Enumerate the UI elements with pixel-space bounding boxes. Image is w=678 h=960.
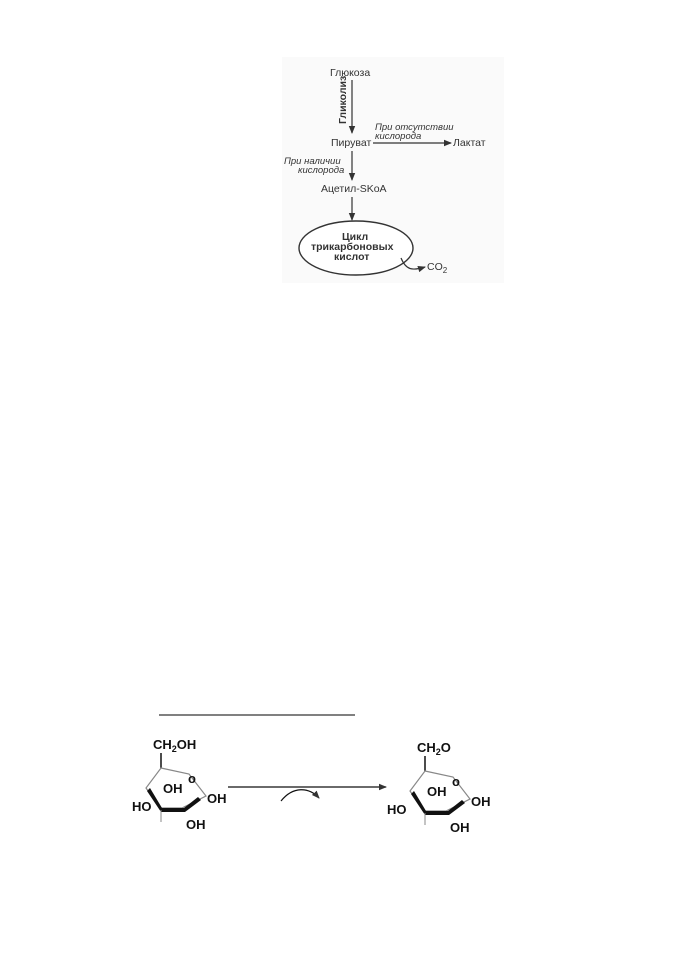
left-ring-oxygen: o <box>188 771 196 786</box>
left-glucose-molecule: CH2OH o OH OH OH HO <box>132 737 227 832</box>
acetyl-coa-label: Ацетил-SKoA <box>321 183 387 195</box>
right-product-molecule: CH2O o OH OH OH HO <box>387 740 491 835</box>
left-ring-bold-front <box>147 788 201 812</box>
left-oh-upper: OH <box>163 781 183 796</box>
curved-cofactor-arrow <box>280 789 320 802</box>
left-oh-right: OH <box>207 791 227 806</box>
glycolysis-label: Гликолиз <box>337 76 349 124</box>
pyruvate-label: Пируват <box>331 137 371 149</box>
right-oh-right: OH <box>471 794 491 809</box>
with-oxygen-label-line1: При наличии <box>284 156 341 167</box>
lactate-label: Лактат <box>453 137 486 149</box>
co2-release-arrow <box>400 257 426 273</box>
pathway-figure: Глюкоза Гликолиз Пируват При отсутствии … <box>282 57 504 283</box>
with-oxygen-label-line2: кислорода <box>298 165 344 176</box>
co2-label: CO2 <box>427 261 448 275</box>
left-oh-bottom: OH <box>186 817 206 832</box>
tca-label-line3: кислот <box>334 251 369 263</box>
right-ch2o-label: CH2O <box>417 740 451 757</box>
reaction-figure: CH2OH o OH OH OH HO CH2O o OH OH OH HO <box>132 737 491 835</box>
tca-label-line2: трикарбоновых <box>311 241 394 253</box>
right-oh-upper: OH <box>427 784 447 799</box>
right-ho: HO <box>387 802 407 817</box>
no-oxygen-label-line1: При отсутствии <box>375 122 454 133</box>
right-oh-bottom: OH <box>450 820 470 835</box>
right-ring-oxygen: o <box>452 774 460 789</box>
glucose-label: Глюкоза <box>330 67 370 79</box>
right-ring-bold-front <box>411 791 465 815</box>
left-ho: HO <box>132 799 152 814</box>
tca-label-line1: Цикл <box>342 231 368 243</box>
no-oxygen-label-line2: кислорода <box>375 131 421 142</box>
tca-cycle-ellipse <box>298 220 414 276</box>
left-ch2oh-label: CH2OH <box>153 737 196 754</box>
